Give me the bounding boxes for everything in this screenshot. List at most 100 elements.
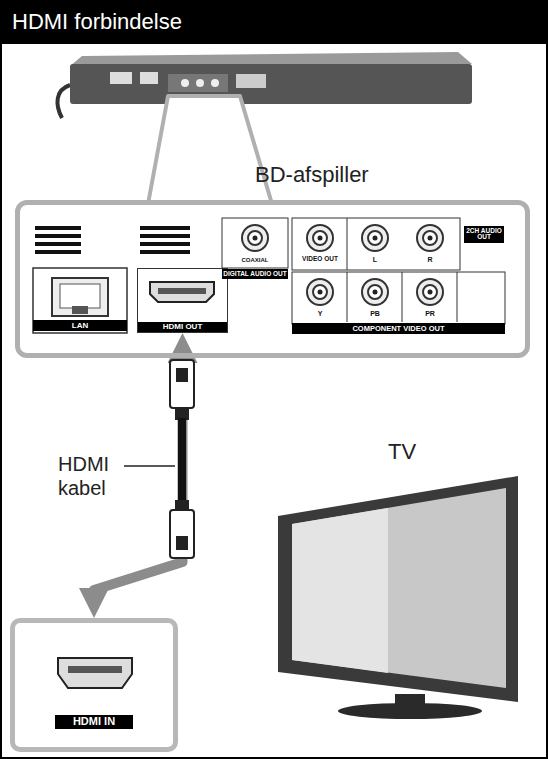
lan-port <box>72 306 88 314</box>
lan-port <box>33 268 127 333</box>
hdmi-plug <box>170 360 194 408</box>
port-label: VIDEO OUT <box>296 254 344 264</box>
bd-player <box>70 64 472 104</box>
node-text: HDMI OUT <box>138 322 227 332</box>
rca-jacks <box>373 236 378 241</box>
port-label: COMPONENT VIDEO OUT <box>292 323 505 334</box>
av-jack-panel <box>347 272 348 322</box>
lan-port <box>33 268 127 333</box>
tv-monitor <box>292 488 506 688</box>
vent-slots <box>35 234 81 238</box>
rca-jacks <box>318 290 323 295</box>
hdmi-plug <box>170 510 194 558</box>
cable <box>178 418 186 502</box>
rca-jacks <box>368 285 382 299</box>
lan-port <box>52 278 108 316</box>
cable <box>178 418 186 502</box>
hdmi-in-panel <box>68 666 122 673</box>
tv-monitor <box>278 476 518 719</box>
hdmi-out-socket <box>158 288 206 294</box>
hdmi-out-port: HDMI OUT <box>137 268 228 333</box>
title-text: HDMI forbindelse <box>12 9 182 35</box>
zoom-outline <box>17 96 528 356</box>
node-text: HDMI IN <box>55 715 133 729</box>
leader-line <box>124 466 175 467</box>
rca-jacks <box>417 279 443 305</box>
hdmi-plug <box>176 536 188 550</box>
hdmi-plug <box>170 360 194 420</box>
vent-slots <box>140 234 190 238</box>
bd-player <box>181 79 189 87</box>
rca-jacks <box>362 225 388 251</box>
rca-jacks <box>307 225 333 251</box>
zoom-outline <box>17 202 528 356</box>
rca-jacks <box>368 231 382 245</box>
coaxial-jack <box>242 225 268 251</box>
port-label: PR <box>420 308 440 318</box>
av-jack-panel <box>292 218 460 270</box>
rca-jacks <box>313 285 327 299</box>
rca-jacks <box>428 236 433 241</box>
vent-slots <box>140 242 190 246</box>
bd-player <box>57 85 70 118</box>
bd-player <box>110 72 132 84</box>
vent-slots <box>140 250 190 254</box>
av-jack-panel <box>292 218 505 324</box>
tv-monitor <box>292 508 388 673</box>
port-label: LAN <box>33 320 127 331</box>
rca-jacks <box>428 290 433 295</box>
tv-monitor <box>278 476 518 702</box>
coaxial-jack <box>248 231 262 245</box>
cable-label: HDMI kabel <box>58 452 122 500</box>
rca-jacks <box>307 279 333 305</box>
rca-jacks <box>307 279 333 305</box>
rca-jacks <box>417 225 443 251</box>
av-jack-panel <box>402 272 403 322</box>
lan-port <box>60 284 100 308</box>
page-frame <box>0 0 548 44</box>
port-label: R <box>420 254 440 264</box>
bd-player <box>70 52 472 66</box>
vent-slots <box>35 250 81 254</box>
port-label: 2CH AUDIO OUT <box>464 226 504 243</box>
vent-slots <box>140 226 190 230</box>
av-jack-panel <box>292 272 505 324</box>
bd-player <box>140 72 158 84</box>
tv: TV <box>270 478 520 712</box>
hdmi-in-panel <box>58 658 132 688</box>
port-label: L <box>365 254 385 264</box>
hdmi-out-socket <box>150 282 214 302</box>
coaxial-jack <box>222 218 288 268</box>
vent-slots <box>35 226 190 254</box>
rca-jacks <box>362 225 388 251</box>
hdmi-plug <box>170 500 194 558</box>
port-label: PB <box>365 308 385 318</box>
leader-line <box>124 465 175 467</box>
bd-player <box>211 79 219 87</box>
port-label: Y <box>310 308 330 318</box>
av-jack-panel <box>457 272 458 322</box>
vent-slots <box>35 226 81 230</box>
rca-jacks <box>307 225 333 251</box>
rca-jacks <box>362 279 388 305</box>
vent-slots <box>35 242 81 246</box>
coaxial-jack <box>222 218 288 268</box>
bd-player <box>236 74 266 88</box>
hdmi-in-panel <box>12 620 176 750</box>
bd-player <box>57 52 472 118</box>
rca-jacks <box>417 279 443 305</box>
rca-jacks <box>318 236 323 241</box>
hdmi-plug <box>176 368 188 382</box>
player-panel: HDMI OUTBD-afspiller <box>15 200 530 358</box>
rca-jacks <box>417 225 443 251</box>
rca-jacks <box>362 279 388 305</box>
coaxial-jack <box>253 236 258 241</box>
node-text: TV <box>388 438 416 466</box>
port-label: COAXIAL <box>233 255 277 264</box>
